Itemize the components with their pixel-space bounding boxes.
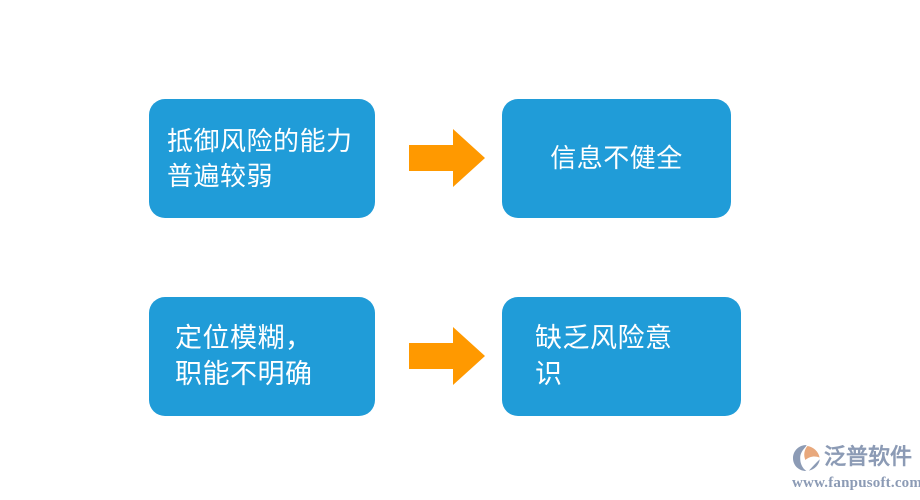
process-box-incomplete-info[interactable]: 信息不健全 [502,99,731,218]
right-arrow-icon [409,129,485,187]
process-box-risk-resistance[interactable]: 抵御风险的能力 普遍较弱 [149,99,375,218]
watermark-url-text: www.fanpusoft.com [792,475,920,491]
right-arrow-icon [409,327,485,385]
watermark-brand-text: 泛普软件 [824,445,913,470]
watermark-brand-row: 泛普软件 [792,443,912,473]
process-box-vague-position[interactable]: 定位模糊， 职能不明确 [149,297,375,416]
process-box-lack-awareness[interactable]: 缺乏风险意 识 [502,297,741,416]
watermark-logo: 泛普软件 www.fanpusoft.com [792,443,920,493]
fanpu-swoosh-logo-icon [792,444,822,472]
